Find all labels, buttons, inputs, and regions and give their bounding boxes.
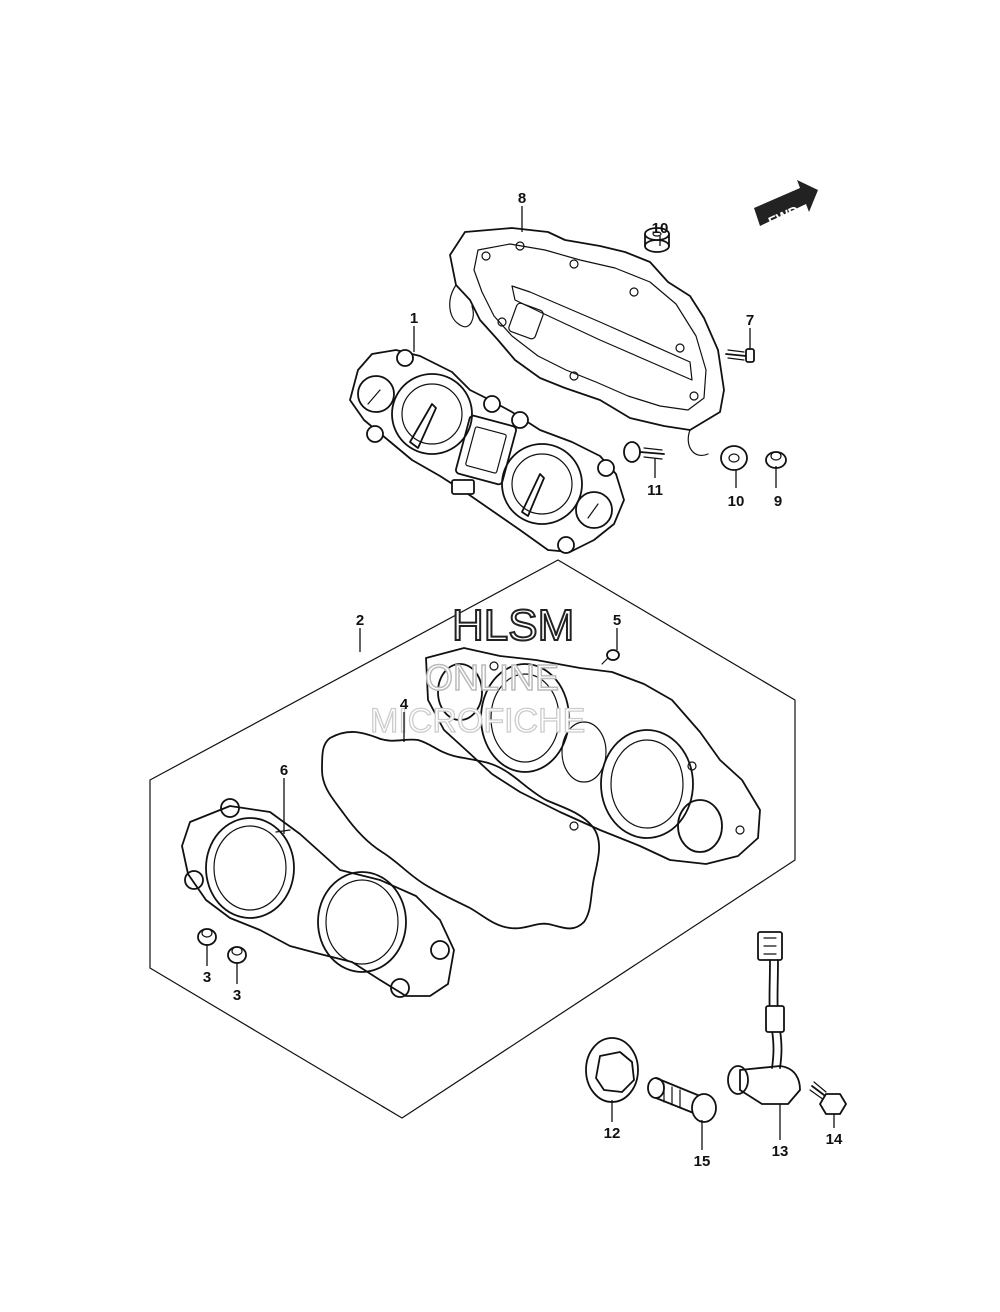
callout-part-10a: 10: [652, 220, 669, 237]
callout-part-10b: 10: [728, 493, 745, 510]
callout-part-5: 5: [613, 612, 621, 629]
callout-part-3a: 3: [203, 969, 211, 986]
callout-part-9: 9: [774, 493, 782, 510]
watermark-line2: ONLINE: [425, 657, 559, 698]
gasket-part: [321, 731, 600, 930]
collar-part-9: [765, 451, 787, 469]
watermark: HLSM ONLINE MICROFICHE: [369, 600, 586, 741]
meter-housing-part: [425, 647, 761, 865]
fwd-arrow-icon: FWD: [754, 180, 818, 230]
callout-part-2: 2: [356, 612, 364, 629]
bolt-part-14: [809, 1081, 847, 1115]
callout-part-6: 6: [280, 762, 288, 779]
leader-lines: [206, 206, 835, 1150]
assembly-box-outline: [149, 559, 796, 1119]
screw-part-5: [601, 649, 620, 665]
screw-part-11: [623, 441, 665, 463]
grommet-part-top: [644, 227, 670, 253]
callout-part-11: 11: [647, 482, 663, 499]
callout-labels: 8 10 1 7 11 10 9 2 5 4 6 3 3 12 15 13 14: [203, 190, 843, 1170]
meter-assembly-part: [349, 349, 625, 554]
callout-part-12: 12: [604, 1125, 621, 1142]
bushing-part: [647, 1077, 717, 1123]
collar-part-3a: [197, 928, 217, 946]
watermark-line1: HLSM: [452, 601, 574, 650]
callout-part-1: 1: [410, 310, 418, 327]
speed-sensor-part: [727, 931, 801, 1105]
callout-part-15: 15: [694, 1153, 711, 1170]
rotor-part: [585, 1037, 639, 1103]
callout-part-7: 7: [746, 312, 754, 329]
grommet-part-right: [720, 445, 748, 471]
collar-part-3b: [227, 946, 247, 964]
screw-part-7: [725, 348, 755, 363]
callout-part-8: 8: [518, 190, 526, 207]
watermark-line3: MICROFICHE: [370, 702, 585, 740]
rear-case-part: [449, 227, 725, 456]
callout-part-3b: 3: [233, 987, 241, 1004]
callout-part-13: 13: [772, 1143, 789, 1160]
callout-part-14: 14: [826, 1131, 843, 1148]
lens-part: [181, 798, 455, 998]
callout-part-4: 4: [400, 696, 409, 713]
